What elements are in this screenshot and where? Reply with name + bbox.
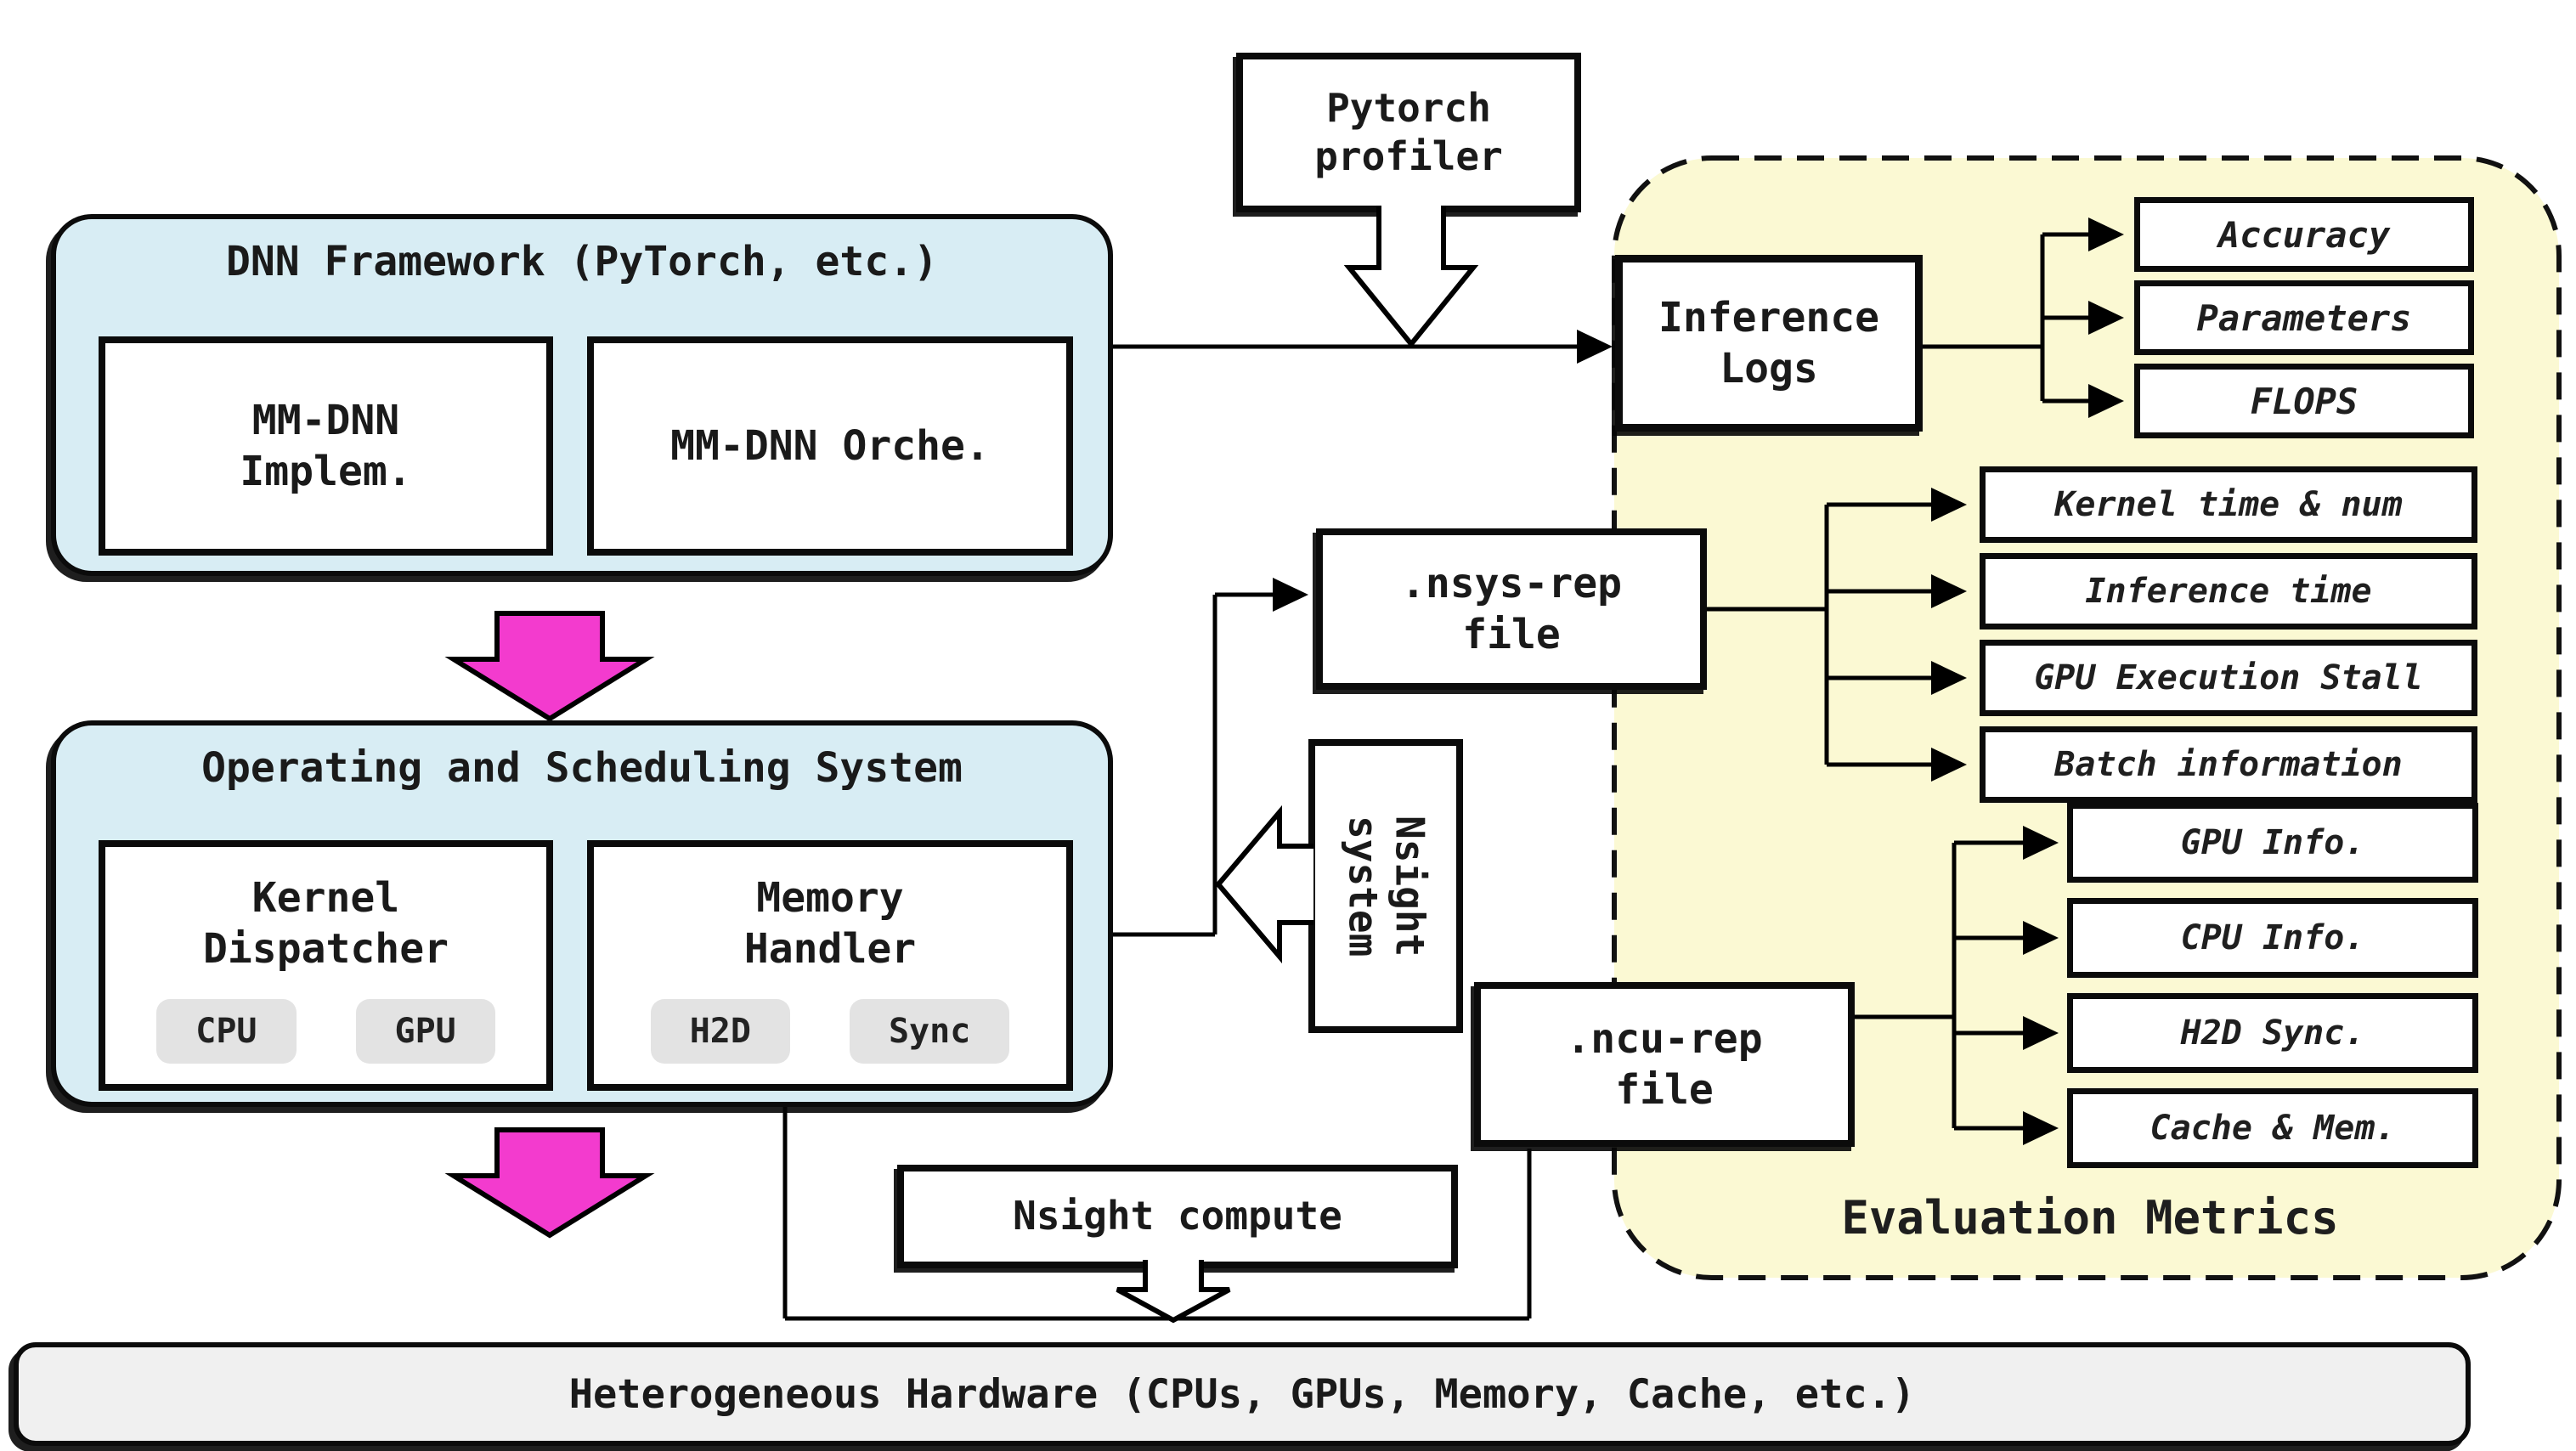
memory-handler-title: Memory Handler <box>743 873 917 973</box>
dnn-framework-box: DNN Framework (PyTorch, etc.) MM-DNN Imp… <box>51 214 1113 576</box>
arrowhead-kernel-time <box>1931 488 1967 522</box>
arrowhead-h2d-sync <box>2023 1016 2059 1050</box>
nsys-rep-file-box: .nsys-rep file <box>1316 528 1707 690</box>
memory-handler-box: Memory Handler H2D Sync <box>587 840 1073 1091</box>
arrowhead-cpu-info <box>2023 921 2059 955</box>
wire-ncu-branch <box>1853 840 2023 1131</box>
metric-cpu-info: CPU Info. <box>2067 898 2478 978</box>
kernel-dispatcher-title: Kernel Dispatcher <box>203 873 449 973</box>
wire-os-to-nsys <box>1107 592 1273 937</box>
metric-inference-time: Inference time <box>1980 553 2477 630</box>
os-scheduling-box: Operating and Scheduling System Kernel D… <box>51 720 1113 1107</box>
evaluation-metrics-title: Evaluation Metrics <box>1841 1191 2339 1245</box>
mm-dnn-implem-box: MM-DNN Implem. <box>99 336 553 556</box>
arrowhead-into-nsys-rep <box>1273 578 1308 612</box>
nsight-compute-box: Nsight compute <box>897 1165 1458 1268</box>
metric-batch-information: Batch information <box>1980 726 2477 803</box>
metric-cache-mem: Cache & Mem. <box>2067 1088 2478 1168</box>
wire-nsys-branch <box>1705 502 1931 767</box>
metric-gpu-execution-stall: GPU Execution Stall <box>1980 640 2477 716</box>
mm-dnn-orche-box: MM-DNN Orche. <box>587 336 1073 556</box>
metric-gpu-info: GPU Info. <box>2067 803 2478 883</box>
arrowhead-batch-information <box>1931 748 1967 782</box>
os-scheduling-title: Operating and Scheduling System <box>201 744 963 792</box>
arrowhead-accuracy <box>2088 217 2124 251</box>
wire-logs-branch <box>1922 232 2088 404</box>
metric-accuracy: Accuracy <box>2134 197 2474 272</box>
arrowhead-gpu-info <box>2023 826 2059 860</box>
memory-handler-chips: H2D Sync <box>650 999 1010 1084</box>
metric-flops: FLOPS <box>2134 364 2474 438</box>
dnn-framework-title: DNN Framework (PyTorch, etc.) <box>225 238 939 285</box>
arrowhead-gpu-execution-stall <box>1931 661 1967 695</box>
chip-cpu: CPU <box>156 999 297 1064</box>
arrowhead-cache-mem <box>2023 1111 2059 1145</box>
metric-kernel-time-num: Kernel time & num <box>1980 466 2477 543</box>
arrowhead-parameters <box>2088 301 2124 335</box>
arrowhead-inference-time <box>1931 574 1967 608</box>
hardware-bar: Heterogeneous Hardware (CPUs, GPUs, Memo… <box>14 1342 2471 1446</box>
arrowhead-into-inference-logs <box>1577 330 1613 364</box>
chip-h2d: H2D <box>650 999 790 1064</box>
metric-parameters: Parameters <box>2134 280 2474 355</box>
ncu-rep-file-box: .ncu-rep file <box>1474 982 1855 1147</box>
pytorch-profiler-box: Pytorch profiler <box>1236 53 1581 212</box>
kernel-dispatcher-chips: CPU GPU <box>156 999 495 1084</box>
flow-arrow-dnn-to-os <box>444 611 655 722</box>
inference-logs-box: Inference Logs <box>1615 255 1923 432</box>
nsight-system-box: Nsight system <box>1308 739 1463 1033</box>
arrowhead-flops <box>2088 384 2124 418</box>
kernel-dispatcher-box: Kernel Dispatcher CPU GPU <box>99 840 553 1091</box>
metric-h2d-sync: H2D Sync. <box>2067 993 2478 1073</box>
flow-arrow-os-to-hardware <box>444 1127 655 1239</box>
nsight-system-label: Nsight system <box>1340 815 1433 957</box>
chip-gpu: GPU <box>355 999 495 1064</box>
chip-sync: Sync <box>849 999 1010 1064</box>
